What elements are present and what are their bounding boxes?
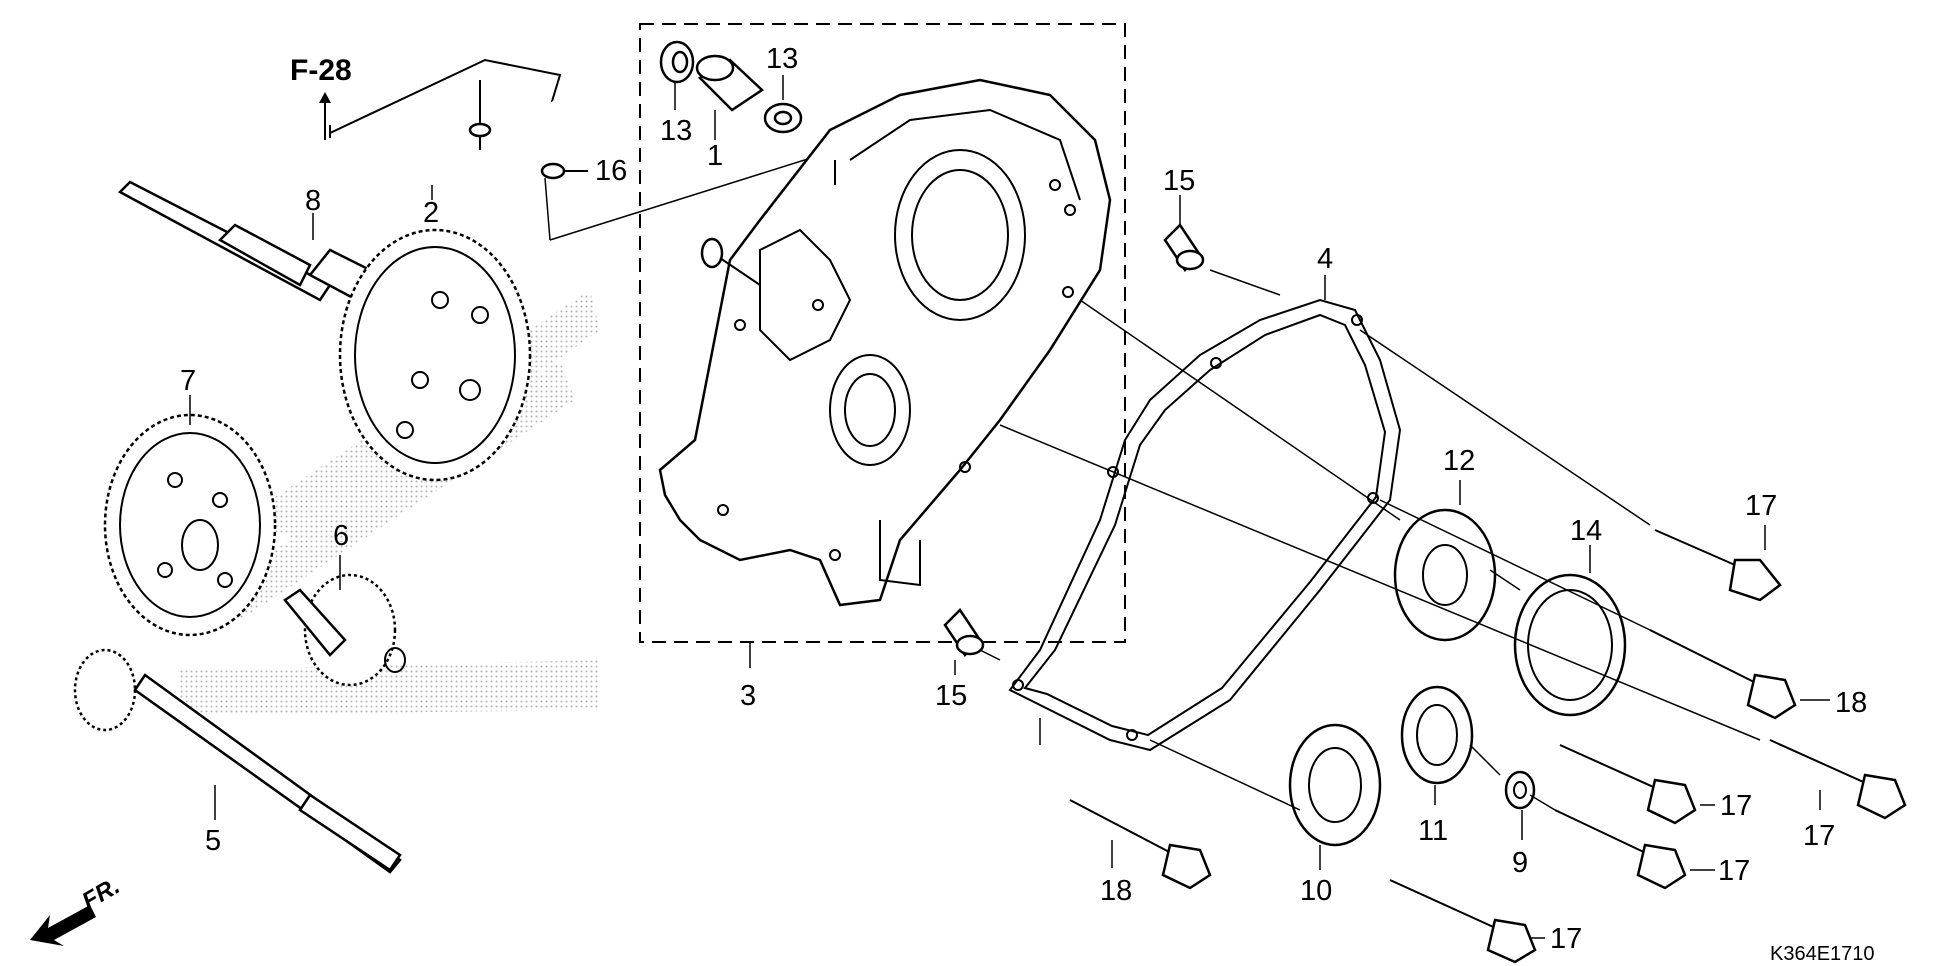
callout-5: 5 <box>205 825 221 857</box>
washer-part-9 <box>1504 770 1536 810</box>
bolt-part-17e <box>1389 879 1537 964</box>
callout-15a: 15 <box>1163 165 1195 197</box>
callout-18a: 18 <box>1835 687 1867 719</box>
reference-arrow <box>319 92 331 140</box>
callout-17d: 17 <box>1718 855 1750 887</box>
transmission-cover-part-3 <box>658 78 1112 607</box>
countershaft-part-6 <box>283 573 406 687</box>
collar-part-1 <box>695 54 765 112</box>
diagram-code: K364E1710 <box>1770 943 1875 965</box>
alignment-lines <box>979 269 1761 811</box>
oil-seal-part-13a <box>659 40 695 84</box>
bolt-part-18a <box>1649 629 1797 720</box>
callout-4: 4 <box>1317 243 1333 275</box>
dowel-pin-part-15b <box>943 608 985 657</box>
bearing-part-11 <box>1400 685 1474 785</box>
bolt-part-18b <box>1069 799 1212 890</box>
bolt-part-17b <box>1769 739 1907 820</box>
callout-17b: 17 <box>1803 820 1835 852</box>
callout-17a: 17 <box>1745 490 1777 522</box>
front-direction-arrow <box>30 905 96 946</box>
callout-6: 6 <box>333 520 349 552</box>
reference-label: F-28 <box>290 54 352 87</box>
oil-seal-part-14 <box>1513 573 1627 717</box>
bolt-part-17d <box>1554 809 1687 890</box>
countershaft-gear-part-7 <box>103 413 277 637</box>
callout-2: 2 <box>423 197 439 229</box>
bearing-part-10 <box>1288 723 1382 847</box>
callout-13a: 13 <box>660 115 692 147</box>
dowel-pin-part-15a <box>1163 223 1205 272</box>
callout-10: 10 <box>1300 875 1332 907</box>
callout-11: 11 <box>1418 815 1448 847</box>
callout-9: 9 <box>1512 847 1528 879</box>
callout-12: 12 <box>1443 445 1475 477</box>
oil-seal-part-13b <box>763 102 803 134</box>
callout-13b: 13 <box>766 43 798 75</box>
drive-shaft-part-5 <box>73 648 402 874</box>
callout-3: 3 <box>740 680 756 712</box>
bearing-part-12 <box>1393 508 1497 642</box>
callout-1: 1 <box>707 140 723 172</box>
clip-part-16 <box>540 162 588 180</box>
callout-15b: 15 <box>935 680 967 712</box>
cover-assembly-boundary <box>639 23 1126 643</box>
callout-16: 16 <box>595 155 627 187</box>
callout-17e: 17 <box>1550 923 1582 955</box>
callout-8: 8 <box>305 185 321 217</box>
callout-17c: 17 <box>1720 790 1752 822</box>
bolt-part-17a <box>1654 529 1782 602</box>
callout-14: 14 <box>1570 515 1602 547</box>
callout-18b: 18 <box>1100 875 1132 907</box>
callout-7: 7 <box>180 365 196 397</box>
gasket-part-4 <box>1008 298 1402 752</box>
final-gear-part-8 <box>338 228 532 482</box>
bolt-part-17c <box>1559 744 1697 825</box>
hose-part-2 <box>329 58 562 205</box>
